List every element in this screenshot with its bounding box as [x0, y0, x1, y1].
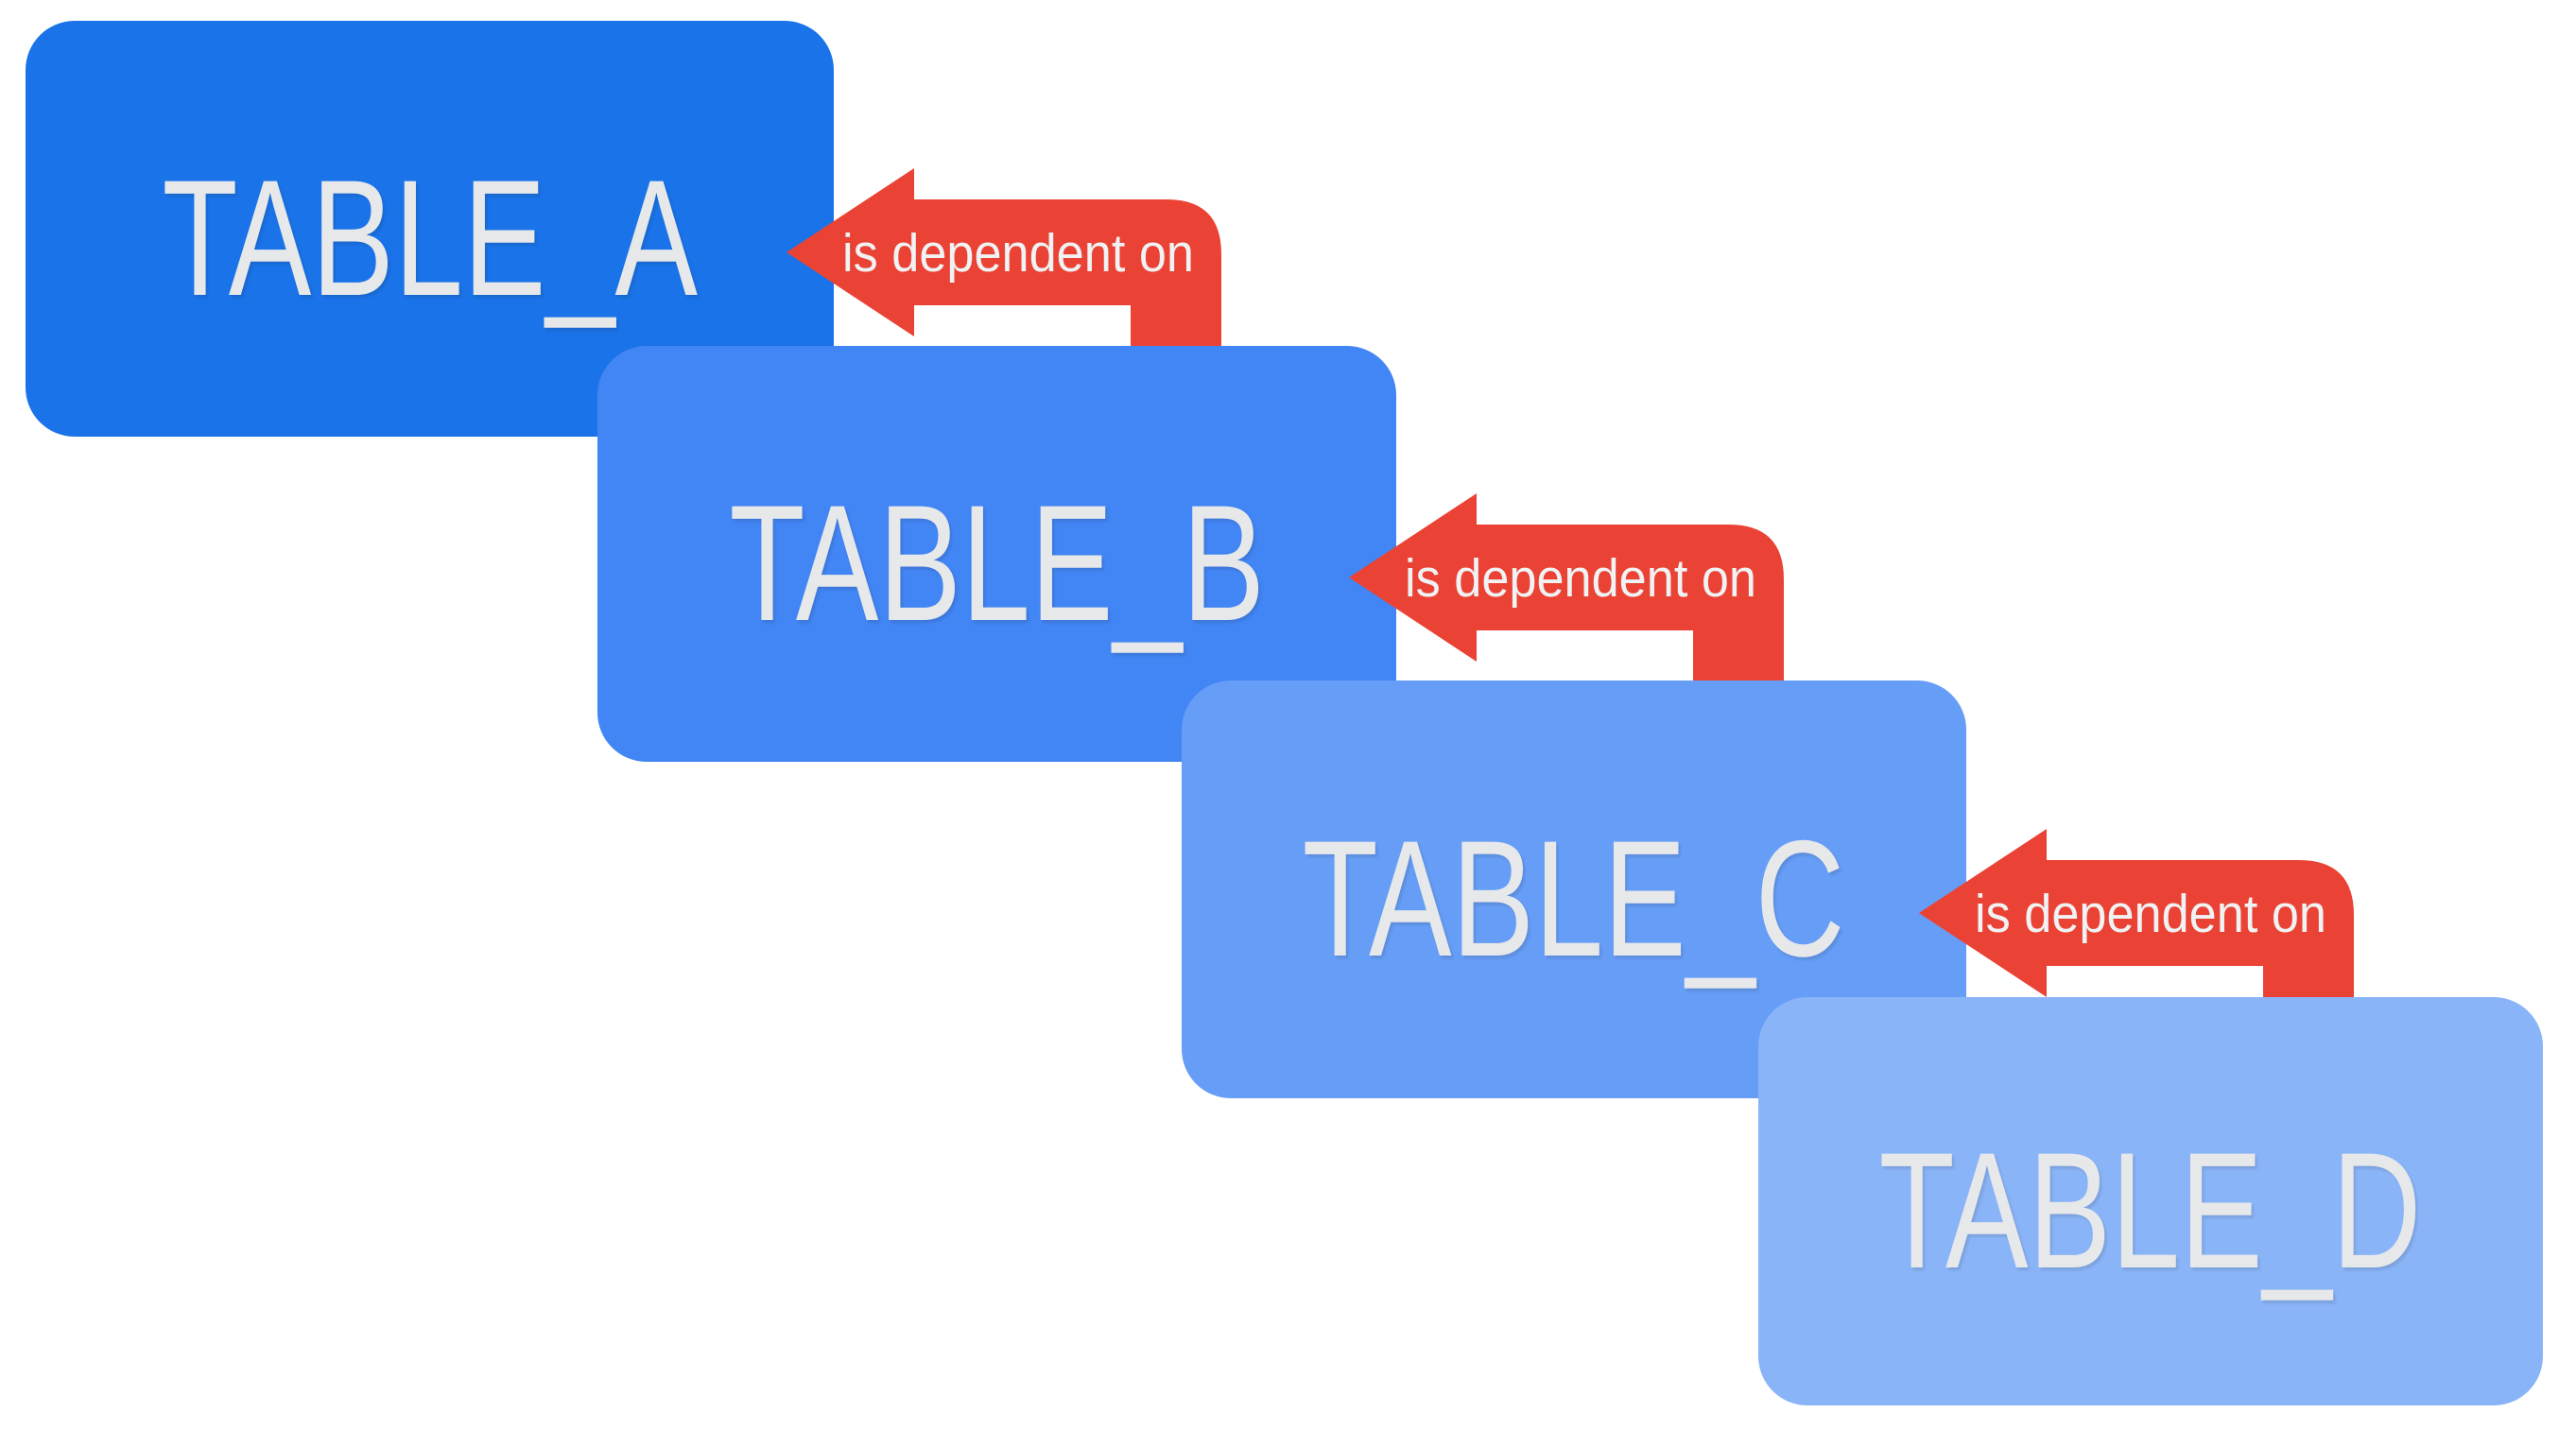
table-b-label: TABLE_B: [729, 471, 1265, 656]
edge-label-b-to-a: is dependent on: [842, 223, 1194, 284]
table-a-label: TABLE_A: [162, 146, 698, 331]
table-c-label: TABLE_C: [1303, 806, 1845, 991]
dependency-arrow-c-to-b: is dependent on: [1349, 493, 1784, 701]
table-a-node: TABLE_A: [26, 21, 834, 437]
edge-label-c-to-b: is dependent on: [1405, 548, 1756, 609]
left-arrow-icon: [1349, 493, 1784, 701]
table-d-label: TABLE_D: [1879, 1118, 2422, 1303]
dependency-arrow-d-to-c: is dependent on: [1919, 829, 2354, 1037]
left-arrow-icon: [787, 168, 1221, 376]
table-d-node: TABLE_D: [1758, 997, 2543, 1405]
left-arrow-icon: [1919, 829, 2354, 1037]
edge-label-d-to-c: is dependent on: [1975, 884, 2326, 944]
dependency-arrow-b-to-a: is dependent on: [787, 168, 1221, 376]
